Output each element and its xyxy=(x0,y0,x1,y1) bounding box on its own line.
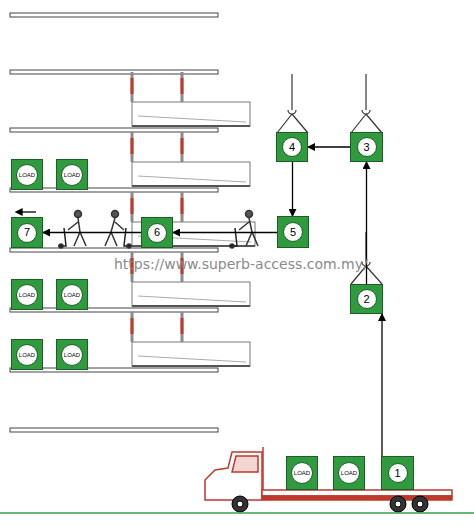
shore-prop xyxy=(181,72,184,102)
callout-number: 3 xyxy=(363,142,369,153)
crane-hooks xyxy=(277,74,382,284)
load-label-disc: LOAD xyxy=(16,344,38,366)
load-box: LOAD xyxy=(11,159,43,190)
load-box: LOAD xyxy=(11,279,43,310)
flow-arrows xyxy=(16,209,36,215)
load-box: 6 xyxy=(141,217,173,248)
workers xyxy=(58,211,258,249)
shore-prop xyxy=(131,132,134,162)
platform-brace xyxy=(138,116,246,122)
shore-prop-sleeve xyxy=(181,198,184,214)
load-text: LOAD xyxy=(64,172,80,178)
flow-arrow xyxy=(308,146,350,147)
shore-prop xyxy=(181,192,184,222)
shore-prop xyxy=(131,312,134,342)
flow-arrow xyxy=(381,314,382,456)
load-label-disc: LOAD xyxy=(291,462,313,484)
platform-deck xyxy=(132,365,250,367)
shore-prop-sleeve xyxy=(181,78,184,94)
load-label-disc: 3 xyxy=(357,137,377,157)
callout-number: 2 xyxy=(363,294,369,305)
floor-platforms xyxy=(10,72,255,372)
platform-brace xyxy=(138,296,246,302)
platform-brace xyxy=(138,176,246,182)
load-box: 3 xyxy=(350,132,383,162)
shore-prop xyxy=(131,192,134,222)
ground-line xyxy=(0,512,474,514)
load-box: LOAD xyxy=(333,456,365,490)
load-label-disc: LOAD xyxy=(16,164,38,186)
callout-number: 5 xyxy=(290,227,296,238)
load-box: LOAD xyxy=(286,456,318,490)
load-box: LOAD xyxy=(56,279,88,310)
load-text: LOAD xyxy=(19,292,35,298)
load-label-disc: 5 xyxy=(283,222,303,242)
load-text: LOAD xyxy=(19,172,35,178)
platform-deck xyxy=(132,185,250,187)
load-text: LOAD xyxy=(64,292,80,298)
load-box: 5 xyxy=(277,216,309,248)
flow-arrow xyxy=(292,162,293,216)
load-label-disc: 2 xyxy=(357,289,377,309)
load-label-disc: 7 xyxy=(17,223,37,243)
load-label-disc: LOAD xyxy=(61,284,83,306)
load-label-disc: LOAD xyxy=(61,164,83,186)
loading-platform xyxy=(132,282,250,306)
floor-slab xyxy=(10,248,218,252)
shore-prop xyxy=(131,72,134,102)
platform-brace xyxy=(138,356,246,362)
load-box: LOAD xyxy=(56,159,88,190)
load-text: LOAD xyxy=(19,352,35,358)
load-label-disc: LOAD xyxy=(61,344,83,366)
load-label-disc: LOAD xyxy=(16,284,38,306)
watermark: https://www.superb-access.com.my/ xyxy=(114,256,368,272)
load-label-disc: 1 xyxy=(388,463,408,483)
callout-number: 6 xyxy=(154,227,160,238)
shore-prop xyxy=(181,312,184,342)
floor-slab xyxy=(10,128,218,132)
load-box: LOAD xyxy=(11,339,43,370)
load-box: 7 xyxy=(11,217,43,248)
loading-platform xyxy=(132,102,250,126)
platform-deck xyxy=(132,125,250,127)
callout-number: 4 xyxy=(289,142,295,153)
flow-arrow xyxy=(173,232,277,233)
shore-prop-sleeve xyxy=(131,318,134,334)
load-label-disc: 6 xyxy=(147,223,167,243)
load-text: LOAD xyxy=(341,470,357,476)
shore-prop xyxy=(181,132,184,162)
load-text: LOAD xyxy=(64,352,80,358)
load-box: 1 xyxy=(381,456,414,490)
callout-number: 7 xyxy=(24,227,30,238)
flow-arrow xyxy=(43,232,141,233)
callout-number: 1 xyxy=(394,468,400,479)
shore-prop-sleeve xyxy=(131,138,134,154)
load-box: 4 xyxy=(276,132,308,162)
shore-prop-sleeve xyxy=(181,318,184,334)
load-box: 2 xyxy=(350,284,383,314)
shore-prop-sleeve xyxy=(131,78,134,94)
load-label-disc: LOAD xyxy=(338,462,360,484)
load-box: LOAD xyxy=(56,339,88,370)
loading-platform xyxy=(132,162,250,186)
loading-platform xyxy=(132,342,250,366)
load-label-disc: 4 xyxy=(282,137,302,157)
truck xyxy=(205,447,452,500)
load-text: LOAD xyxy=(294,470,310,476)
shore-prop-sleeve xyxy=(131,198,134,214)
platform-deck xyxy=(132,305,250,307)
shore-prop-sleeve xyxy=(181,138,184,154)
truck-wheels xyxy=(232,496,428,512)
